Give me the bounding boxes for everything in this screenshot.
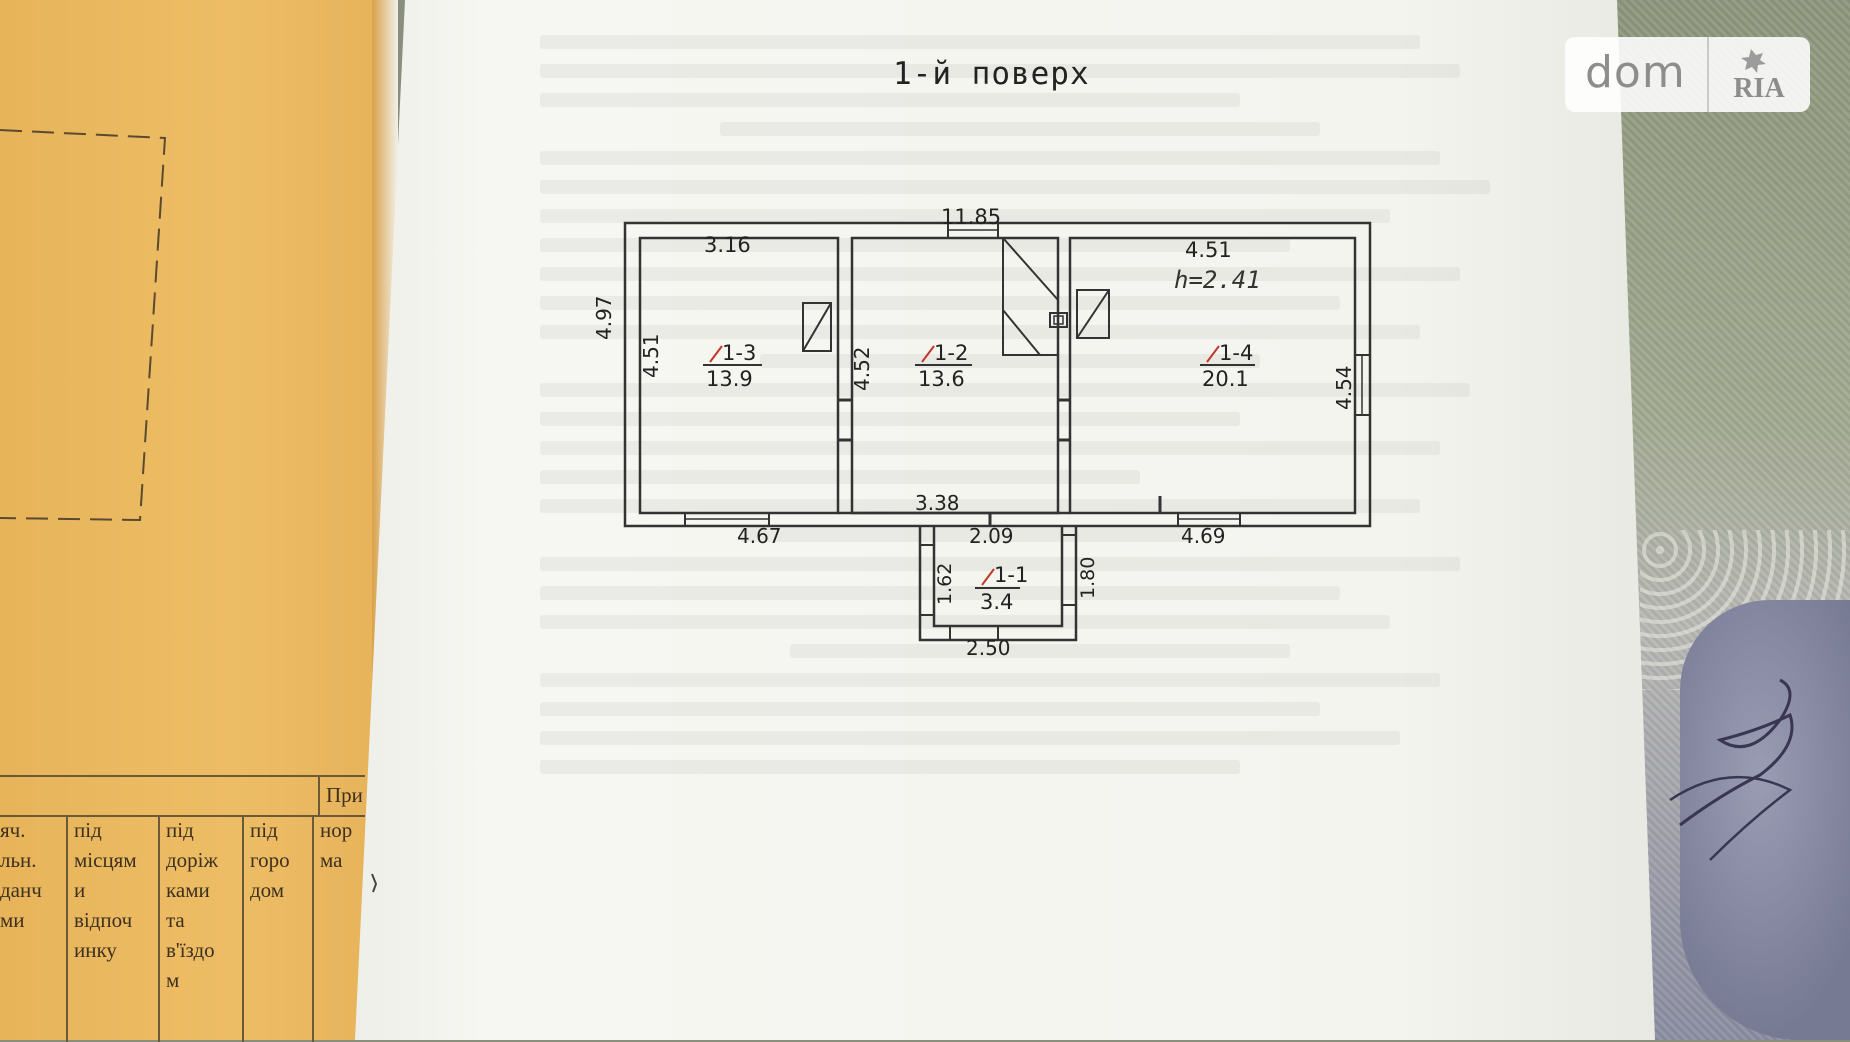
folder-table: При яч. льн. данч ми під місцям и відпоч… [0,775,365,1042]
plush-toy [1680,600,1850,1040]
folder-table-col-1: яч. льн. данч ми [0,815,70,1042]
floor-title: 1-й поверх [893,56,1090,92]
room-4-area: 20.1 [1202,367,1249,391]
dom-ria-watermark: dom RIA [1565,37,1810,112]
ceiling-height: h=2.41 [1174,266,1261,294]
dim-bottom-left: 4.67 [737,524,782,548]
ink-scribble [1669,678,1794,861]
dim-room2-left: 4.52 [850,346,874,391]
room-3-code: 1-3 [722,341,757,365]
dim-left-outer: 4.97 [592,295,616,340]
room-4-code: 1-4 [1219,341,1254,365]
plan-paper [355,0,1655,1040]
room-2-area: 13.6 [918,367,965,391]
dim-room4-top: 4.51 [1185,238,1232,262]
yellow-folder: При яч. льн. данч ми під місцям и відпоч… [0,0,390,1042]
dim-overall-width: 11.85 [941,205,1002,229]
dim-room1-right: 1.80 [1077,556,1099,599]
room-1-area: 3.4 [980,590,1014,614]
dim-corridor-top: 3.38 [915,491,960,515]
dim-room1-left: 1.62 [934,562,956,605]
folder-table-col-5: нор ма [312,815,370,1042]
dim-room1-bottom: 2.50 [966,636,1011,660]
watermark-ria-text: RIA [1733,73,1785,104]
room-2-code: 1-2 [934,341,969,365]
dim-bottom-right: 4.69 [1181,524,1226,548]
dim-room4-right: 4.54 [1332,365,1356,410]
pen-mark [371,873,378,893]
folder-table-col-3: під доріж ками та в'їздо м [158,815,246,1042]
watermark-ria-logo: RIA [1733,49,1785,104]
bleed-through-text [540,20,1540,1030]
room-3-area: 13.9 [706,367,753,391]
folder-table-col-4: під горо дом [242,815,318,1042]
dim-room3-left-inner: 4.51 [639,333,663,378]
room-1-code: 1-1 [994,563,1029,587]
folder-table-header: При [318,777,376,815]
dim-room3-top: 3.16 [704,233,751,257]
dim-corridor-inner: 2.09 [969,524,1014,548]
folder-plot-outline [0,129,167,522]
folder-table-col-2: під місцям и відпоч инку [66,815,158,1042]
watermark-dom-text: dom [1585,47,1686,98]
